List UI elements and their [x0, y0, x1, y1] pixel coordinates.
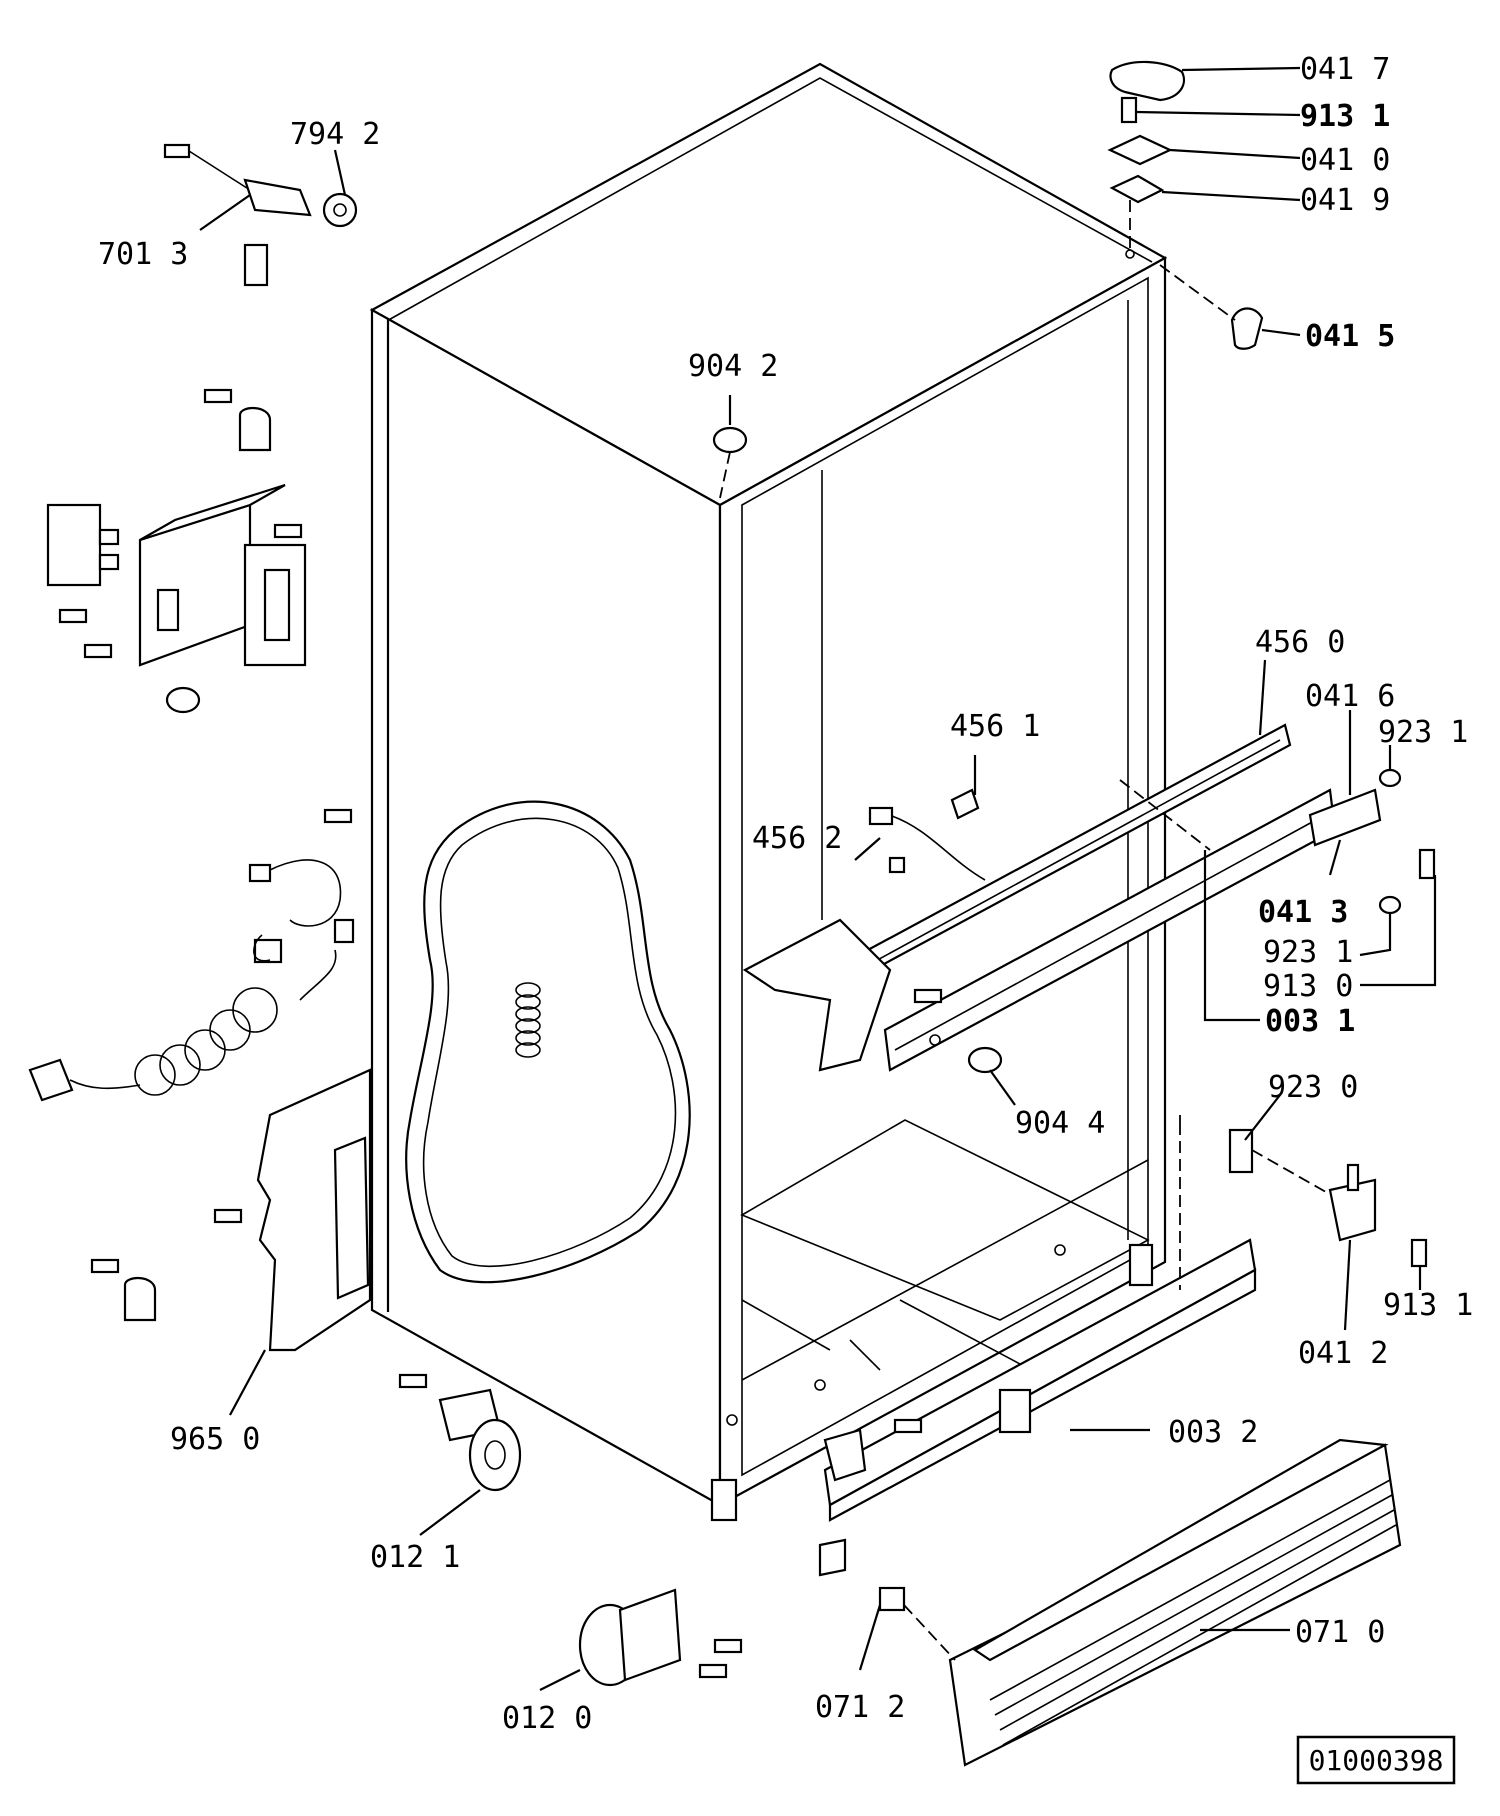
top-hinge-assembly [1107, 60, 1264, 350]
clamp-bottom-left [90, 1258, 157, 1322]
label-041-5: 041 5 [1305, 319, 1395, 354]
plug-904-2 [712, 426, 748, 454]
label-071-2: 071 2 [815, 1690, 905, 1725]
inner-bracket [742, 918, 892, 1072]
clamp-top-left [203, 388, 272, 452]
label-794-2: 794 2 [290, 117, 380, 152]
label-923-1-top: 923 1 [1378, 715, 1468, 750]
kick-plate-003-2 [818, 1238, 1257, 1577]
screw-side [913, 988, 943, 1004]
back-panel-965-0 [213, 1068, 372, 1352]
label-041-7: 041 7 [1300, 52, 1390, 87]
spring-coil [515, 982, 541, 1058]
label-041-3: 041 3 [1258, 895, 1348, 930]
label-003-2: 003 2 [1168, 1415, 1258, 1450]
label-456-0: 456 0 [1255, 625, 1345, 660]
bottom-hinge-012-1 [398, 1373, 522, 1492]
bottom-bracket [823, 1388, 1032, 1482]
label-701-3: 701 3 [98, 237, 188, 272]
label-923-1-mid: 923 1 [1263, 935, 1353, 970]
label-041-2: 041 2 [1298, 1336, 1388, 1371]
label-913-0: 913 0 [1263, 969, 1353, 1004]
part-labels: 041 7 913 1 041 0 041 9 041 5 794 2 701 … [98, 52, 1473, 1736]
label-041-9: 041 9 [1300, 183, 1390, 218]
plug-904-4 [967, 1046, 1003, 1074]
label-041-0: 041 0 [1300, 143, 1390, 178]
starter-relay-block [46, 483, 307, 714]
label-012-0: 012 0 [502, 1701, 592, 1736]
reference-code: 01000398 [1309, 1744, 1444, 1777]
label-041-6: 041 6 [1305, 679, 1395, 714]
label-456-1: 456 1 [950, 709, 1040, 744]
label-003-1: 003 1 [1265, 1004, 1355, 1039]
right-hinge-assembly [1308, 768, 1436, 915]
cabinet-body [369, 62, 1168, 1522]
power-cord [28, 808, 355, 1102]
water-valve-701-3 [163, 143, 358, 287]
wire-harness-456-2 [868, 806, 986, 881]
clip-456-1 [950, 788, 980, 820]
reference-code-box: 01000398 [1296, 1735, 1456, 1785]
lower-right-hinge [1179, 1115, 1428, 1290]
leader-lines [199, 66, 1437, 1691]
label-904-2: 904 2 [688, 349, 778, 384]
label-913-1-right: 913 1 [1383, 1288, 1473, 1323]
label-456-2: 456 2 [752, 821, 842, 856]
bottom-hinge-012-0 [578, 1588, 743, 1687]
connector-071-2 [878, 1586, 956, 1661]
label-923-0: 923 0 [1268, 1070, 1358, 1105]
label-913-1-top: 913 1 [1300, 99, 1390, 134]
label-965-0: 965 0 [170, 1422, 260, 1457]
label-904-4: 904 4 [1015, 1106, 1105, 1141]
label-071-0: 071 0 [1295, 1615, 1385, 1650]
label-012-1: 012 1 [370, 1540, 460, 1575]
grille-071-0 [948, 1438, 1402, 1767]
